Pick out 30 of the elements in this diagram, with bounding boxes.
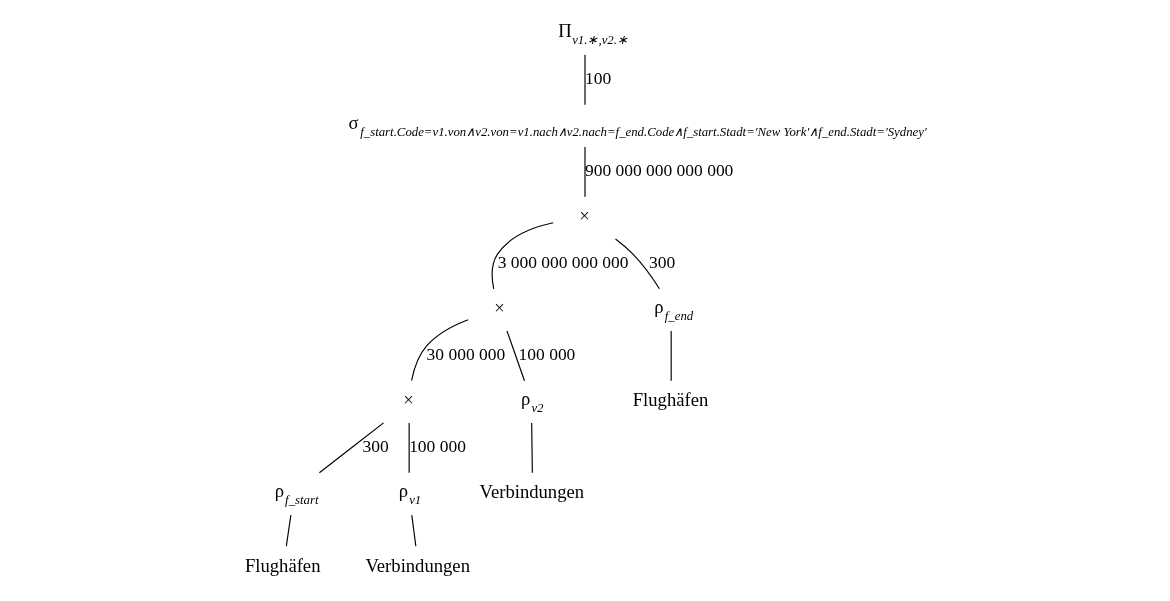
connector <box>531 422 533 474</box>
edge-label: 100 000 <box>518 343 576 364</box>
connector <box>670 330 672 382</box>
node-text: ρ$_{f_start}$ <box>274 480 319 508</box>
connector <box>491 222 554 290</box>
connector <box>506 330 526 382</box>
node-text: Π$_{v1.∗,v2.∗}$ <box>558 20 628 48</box>
connector <box>408 422 410 474</box>
connector <box>285 514 292 547</box>
node-text: × <box>494 297 505 319</box>
connector <box>411 319 469 382</box>
node-text: Flughäfen <box>632 389 709 411</box>
node-text: × <box>403 389 414 411</box>
node-text: Verbindungen <box>365 554 470 576</box>
edge-label: 30 000 000 <box>426 343 506 364</box>
node-text: ρ$_{f_end}$ <box>654 296 694 324</box>
node-text: Verbindungen <box>479 481 585 503</box>
node-text: Flughäfen <box>244 554 321 576</box>
edge-label: 300 <box>649 251 676 272</box>
node-text: ρ$_{v1}$ <box>398 480 422 508</box>
edge-label: 100 <box>585 67 612 88</box>
connector <box>318 422 385 474</box>
edge-label: 300 <box>362 435 389 456</box>
connector <box>614 238 661 290</box>
edge-label: 3 000 000 000 000 <box>497 251 629 272</box>
node-text: ρ$_{v2}$ <box>520 388 544 416</box>
edge-label: 100 000 <box>409 435 466 456</box>
node-text: σ$_{f_start.Code=v1.von∧v2.von=v1.nach∧v2.nach=f_end.Code∧f_start.Stadt=′New York′∧f_end.Stadt=′Sydney′}$ <box>348 112 927 140</box>
connector <box>411 514 417 547</box>
node-text: × <box>579 205 590 227</box>
